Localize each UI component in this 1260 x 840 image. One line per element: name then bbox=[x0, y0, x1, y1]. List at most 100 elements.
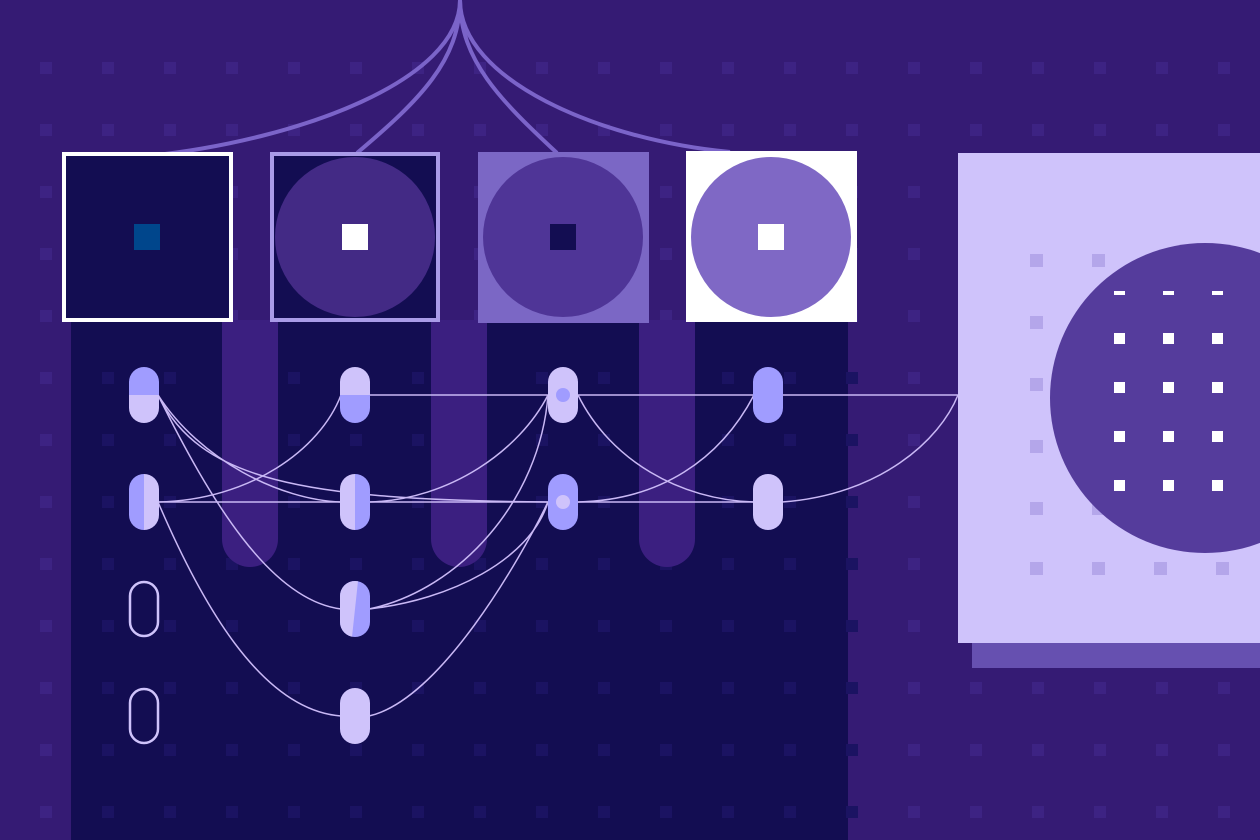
grid-dash bbox=[1212, 291, 1223, 295]
dot bbox=[536, 434, 548, 446]
grid-square bbox=[1163, 333, 1174, 344]
dot bbox=[226, 744, 238, 756]
half bbox=[144, 474, 159, 530]
node-fill bbox=[340, 581, 370, 637]
dot bbox=[908, 248, 920, 260]
neural-node-icon bbox=[129, 367, 159, 423]
dot bbox=[660, 124, 672, 136]
half bbox=[129, 395, 159, 423]
neural-node-icon bbox=[753, 474, 783, 530]
dot bbox=[164, 124, 176, 136]
dot bbox=[784, 558, 796, 570]
dot bbox=[1032, 682, 1044, 694]
filter-square-3 bbox=[478, 152, 649, 323]
half bbox=[129, 367, 159, 395]
node-fill bbox=[129, 367, 159, 423]
circle-white-grid bbox=[1114, 291, 1223, 491]
dot bbox=[660, 62, 672, 74]
dot bbox=[226, 62, 238, 74]
dot bbox=[660, 248, 672, 260]
dot bbox=[846, 744, 858, 756]
dot bbox=[556, 388, 570, 402]
half bbox=[340, 581, 358, 637]
dot bbox=[536, 372, 548, 384]
dot bbox=[350, 62, 362, 74]
grid-square bbox=[1163, 431, 1174, 442]
neural-node-icon bbox=[128, 580, 160, 638]
dot bbox=[536, 744, 548, 756]
dot bbox=[598, 62, 610, 74]
dot bbox=[722, 682, 734, 694]
dot bbox=[288, 620, 300, 632]
dot bbox=[40, 806, 52, 818]
dot bbox=[226, 620, 238, 632]
dot bbox=[970, 124, 982, 136]
dot bbox=[908, 186, 920, 198]
dot bbox=[1030, 316, 1043, 329]
stripe bbox=[222, 320, 278, 567]
dot bbox=[40, 620, 52, 632]
dot bbox=[846, 62, 858, 74]
dot bbox=[288, 558, 300, 570]
node-fill bbox=[340, 474, 370, 530]
node-fill bbox=[129, 474, 159, 530]
node-fill bbox=[753, 474, 783, 530]
dot bbox=[660, 806, 672, 818]
dot bbox=[1094, 806, 1106, 818]
dot bbox=[660, 620, 672, 632]
dot bbox=[350, 124, 362, 136]
dot bbox=[164, 372, 176, 384]
dot bbox=[660, 186, 672, 198]
dot bbox=[1032, 62, 1044, 74]
dot bbox=[784, 124, 796, 136]
edge bbox=[368, 394, 549, 610]
dot bbox=[598, 620, 610, 632]
dot bbox=[474, 620, 486, 632]
edge bbox=[157, 394, 342, 610]
dot bbox=[908, 62, 920, 74]
dot bbox=[1156, 682, 1168, 694]
dot bbox=[1154, 562, 1167, 575]
dot bbox=[40, 682, 52, 694]
dot bbox=[846, 496, 858, 508]
node-fill bbox=[753, 367, 783, 423]
grid-square bbox=[1114, 431, 1125, 442]
half bbox=[340, 395, 370, 423]
dot bbox=[412, 744, 424, 756]
dot bbox=[784, 434, 796, 446]
dot bbox=[1092, 254, 1105, 267]
dot bbox=[102, 372, 114, 384]
dot bbox=[164, 682, 176, 694]
dot bbox=[164, 744, 176, 756]
dot bbox=[1218, 744, 1230, 756]
grid-circle-icon bbox=[1050, 243, 1260, 553]
dot bbox=[598, 372, 610, 384]
dot bbox=[1030, 440, 1043, 453]
grid-square bbox=[1212, 382, 1223, 393]
grid-square bbox=[1114, 333, 1125, 344]
top-connectors bbox=[147, 0, 731, 158]
dot bbox=[846, 124, 858, 136]
fill bbox=[340, 688, 370, 744]
connector bbox=[147, 0, 462, 158]
grid-square bbox=[1114, 480, 1125, 491]
dot bbox=[40, 124, 52, 136]
grid-dash bbox=[1163, 291, 1174, 295]
dot bbox=[102, 806, 114, 818]
dot bbox=[474, 806, 486, 818]
dot bbox=[598, 558, 610, 570]
dot bbox=[102, 682, 114, 694]
dot bbox=[288, 806, 300, 818]
dot bbox=[412, 434, 424, 446]
dot bbox=[350, 434, 362, 446]
neural-node-icon bbox=[340, 367, 370, 423]
dot bbox=[164, 434, 176, 446]
dot bbox=[598, 806, 610, 818]
connector bbox=[355, 0, 462, 155]
dot bbox=[1218, 62, 1230, 74]
network-nodes bbox=[128, 367, 783, 745]
dot bbox=[164, 62, 176, 74]
dot bbox=[350, 806, 362, 818]
neural-node-icon bbox=[128, 687, 160, 745]
dot bbox=[722, 558, 734, 570]
